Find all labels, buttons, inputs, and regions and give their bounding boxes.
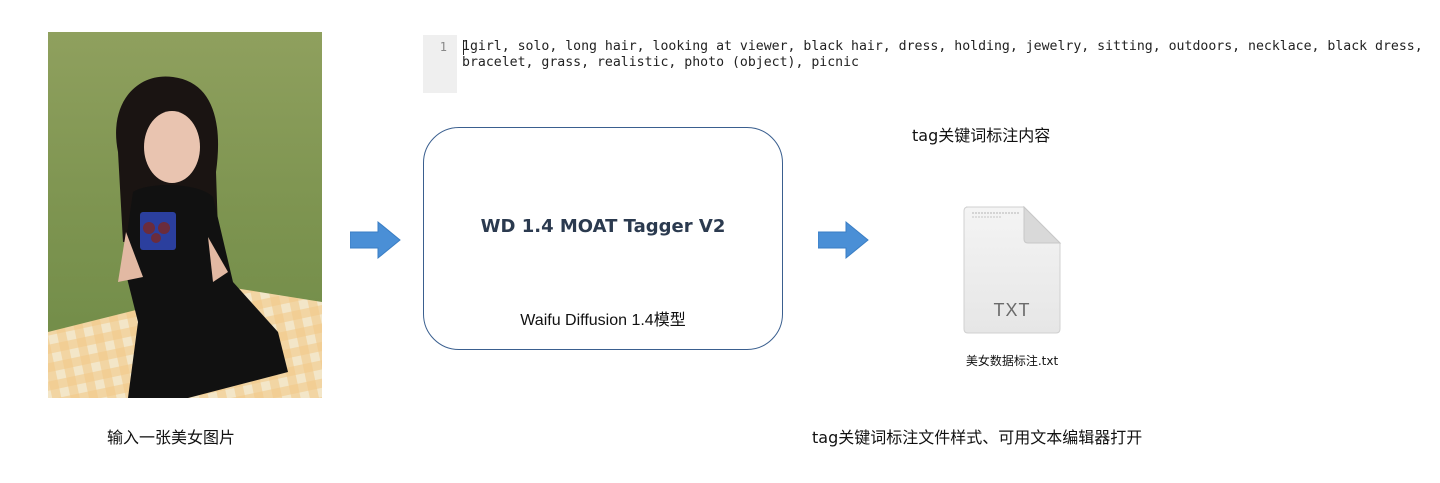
file-format-caption: tag关键词标注文件样式、可用文本编辑器打开 [812,428,1143,447]
model-box: WD 1.4 MOAT Tagger V2 Waifu Diffusion 1.… [423,127,783,350]
text-cursor [463,40,464,55]
line-number: 1 [439,40,447,54]
tag-content-caption: tag关键词标注内容 [912,126,1051,145]
line-number-gutter: 1 [423,35,457,93]
text-editor: 1 1girl, solo, long hair, looking at vie… [423,35,1433,93]
photo-image [48,32,322,398]
arrow-right-icon [349,220,402,260]
model-description: Waifu Diffusion 1.4模型 [520,312,686,329]
tag-text[interactable]: 1girl, solo, long hair, looking at viewe… [462,39,1423,70]
input-caption: 输入一张美女图片 [107,428,236,447]
text-file-icon: TXT [962,205,1062,335]
arrow-right-icon [817,220,870,260]
model-name: WD 1.4 MOAT Tagger V2 [480,216,726,237]
file-type-label: TXT [993,300,1031,320]
input-photo [48,32,322,398]
file-name: 美女数据标注.txt [965,354,1059,368]
